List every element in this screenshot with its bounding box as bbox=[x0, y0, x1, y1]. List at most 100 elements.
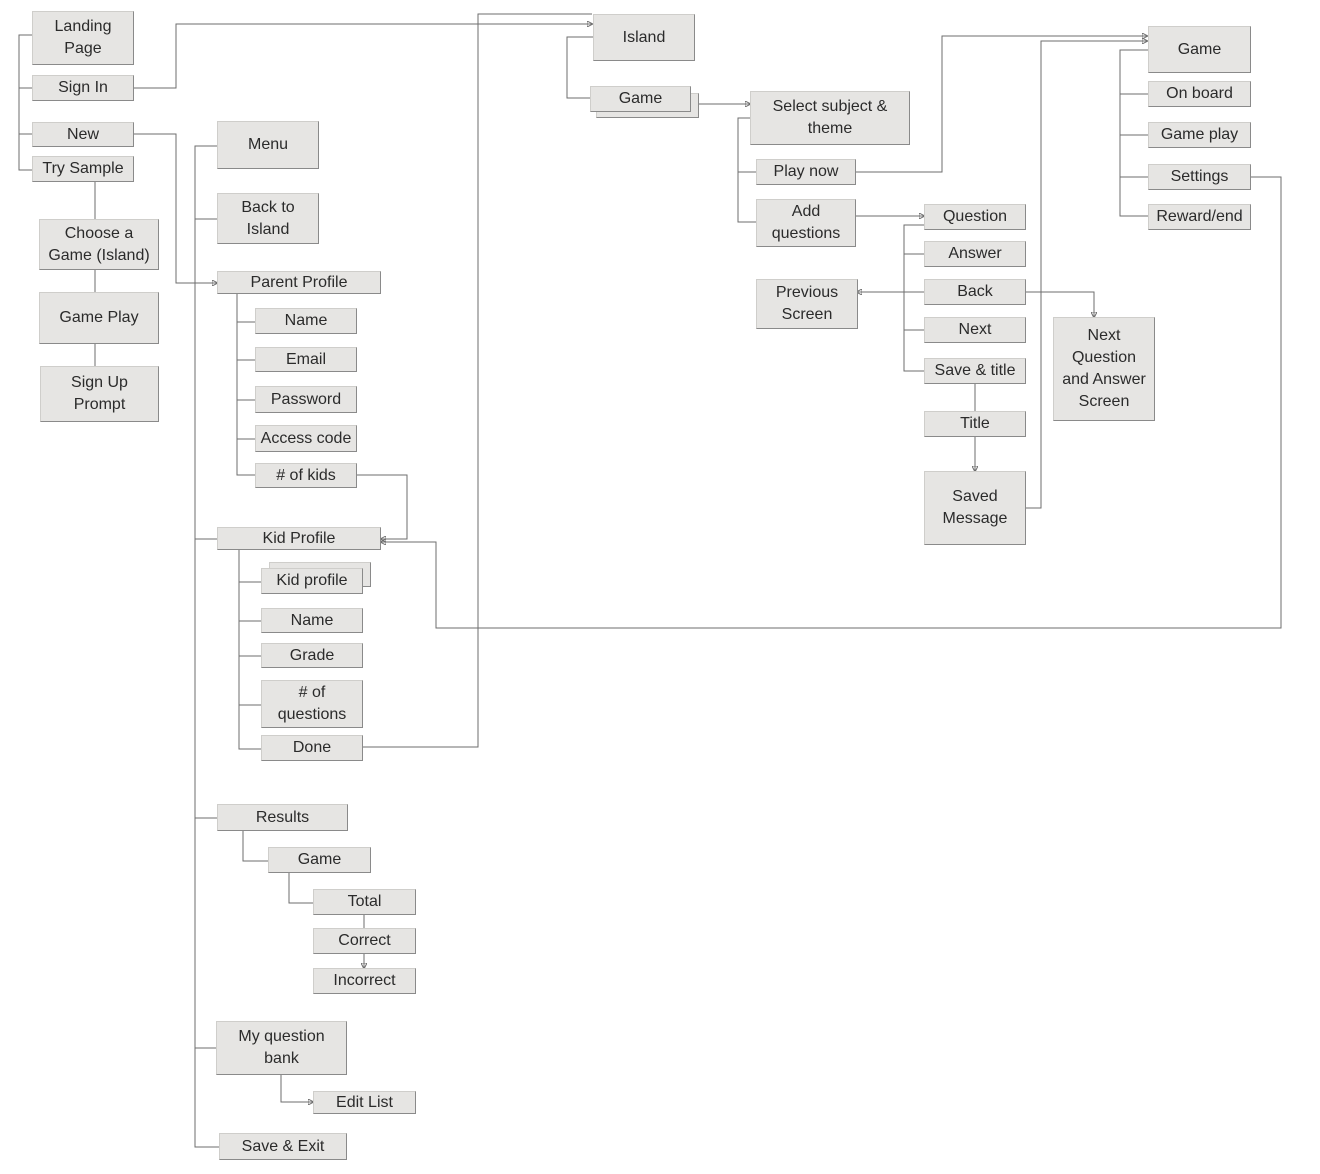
parent-num-kids-label: # of kids bbox=[276, 466, 336, 484]
parent-profile-label: Parent Profile bbox=[250, 273, 348, 291]
playnow-to-game-connector bbox=[855, 36, 1147, 173]
bank-to-editlist-connector bbox=[280, 1075, 313, 1102]
island-game-node[interactable]: Game bbox=[590, 86, 691, 112]
kid-name-label: Name bbox=[290, 611, 334, 629]
game-main-label: Game bbox=[1177, 40, 1222, 58]
parent-password-node[interactable]: Password bbox=[255, 386, 357, 413]
results-node[interactable]: Results bbox=[217, 804, 348, 831]
add-questions-label: Add questions bbox=[771, 203, 841, 242]
my-question-bank-label: My question bank bbox=[238, 1028, 325, 1067]
select-subject-label: Select subject & theme bbox=[772, 98, 888, 137]
answer-node[interactable]: Answer bbox=[924, 241, 1026, 267]
kid-children-lines bbox=[238, 550, 261, 750]
kid-done-label: Done bbox=[292, 739, 332, 756]
back-label: Back bbox=[957, 283, 993, 300]
question-group-lines bbox=[903, 224, 924, 372]
next-question-screen-node[interactable]: Next Question and Answer Screen bbox=[1053, 317, 1155, 421]
island-to-game-connector bbox=[566, 36, 593, 99]
sign-up-prompt-label: Sign Up Prompt bbox=[71, 374, 128, 413]
signin-to-island-connector bbox=[134, 24, 592, 89]
landing-bracket bbox=[18, 34, 32, 171]
previous-screen-node[interactable]: Previous Screen bbox=[756, 279, 858, 329]
back-to-island-label: Back to Island bbox=[241, 198, 295, 238]
kid-profile-node[interactable]: Kid Profile bbox=[217, 527, 381, 550]
parent-access-code-label: Access code bbox=[260, 429, 352, 447]
parent-num-kids-node[interactable]: # of kids bbox=[255, 463, 357, 488]
results-total-node[interactable]: Total bbox=[313, 889, 416, 915]
game-play-sample-node[interactable]: Game Play bbox=[39, 292, 159, 344]
save-exit-node[interactable]: Save & Exit bbox=[219, 1133, 347, 1160]
edit-list-node[interactable]: Edit List bbox=[313, 1091, 416, 1114]
game-children-lines bbox=[1119, 49, 1148, 217]
previous-screen-label: Previous Screen bbox=[775, 284, 839, 323]
kid-subprofile-node[interactable]: Kid profile bbox=[261, 568, 363, 594]
game-play-label: Game play bbox=[1160, 126, 1239, 143]
back-to-nextq-connector bbox=[1025, 291, 1094, 317]
edit-list-label: Edit List bbox=[336, 1093, 393, 1111]
kid-profile-label: Kid Profile bbox=[262, 529, 336, 547]
save-title-label: Save & title bbox=[934, 362, 1016, 379]
results-game-label: Game bbox=[297, 851, 342, 868]
kid-done-node[interactable]: Done bbox=[261, 735, 363, 761]
add-questions-node[interactable]: Add questions bbox=[756, 199, 856, 247]
results-label: Results bbox=[255, 808, 310, 826]
question-node[interactable]: Question bbox=[924, 204, 1026, 230]
island-label: Island bbox=[622, 28, 666, 46]
parent-profile-node[interactable]: Parent Profile bbox=[217, 271, 381, 294]
question-label: Question bbox=[942, 208, 1008, 225]
back-to-island-node[interactable]: Back to Island bbox=[217, 193, 319, 244]
results-game-node[interactable]: Game bbox=[268, 847, 371, 873]
select-children-lines bbox=[737, 117, 756, 223]
kid-name-node[interactable]: Name bbox=[261, 608, 363, 633]
menu-node[interactable]: Menu bbox=[217, 121, 319, 169]
kid-grade-node[interactable]: Grade bbox=[261, 643, 363, 668]
kid-num-questions-node[interactable]: # of questions bbox=[261, 680, 363, 728]
settings-label: Settings bbox=[1170, 168, 1229, 185]
sign-in-label: Sign In bbox=[58, 79, 108, 96]
parent-name-label: Name bbox=[284, 312, 328, 329]
play-now-label: Play now bbox=[773, 163, 839, 180]
saved-to-game-connector bbox=[1025, 41, 1147, 509]
results-children-lines bbox=[242, 830, 364, 968]
game-main-node[interactable]: Game bbox=[1148, 26, 1251, 73]
landing-page-node[interactable]: Landing Page bbox=[32, 11, 134, 65]
sign-in-node[interactable]: Sign In bbox=[32, 75, 134, 101]
game-play-sample-label: Game Play bbox=[59, 309, 139, 326]
results-correct-label: Correct bbox=[338, 932, 391, 949]
parent-email-node[interactable]: Email bbox=[255, 347, 357, 372]
island-node[interactable]: Island bbox=[593, 14, 695, 61]
my-question-bank-node[interactable]: My question bank bbox=[216, 1021, 347, 1075]
saved-message-label: Saved Message bbox=[942, 488, 1008, 527]
results-incorrect-node[interactable]: Incorrect bbox=[313, 968, 416, 994]
kid-num-questions-label: # of questions bbox=[277, 684, 347, 723]
play-now-node[interactable]: Play now bbox=[756, 159, 856, 185]
landing-page-label: Landing Page bbox=[54, 18, 112, 57]
back-node[interactable]: Back bbox=[924, 279, 1026, 305]
new-label: New bbox=[66, 125, 99, 143]
on-board-node[interactable]: On board bbox=[1148, 81, 1251, 107]
saved-message-node[interactable]: Saved Message bbox=[924, 471, 1026, 545]
parent-password-label: Password bbox=[270, 390, 342, 408]
reward-end-node[interactable]: Reward/end bbox=[1148, 204, 1251, 230]
parent-access-code-node[interactable]: Access code bbox=[255, 425, 357, 452]
results-total-label: Total bbox=[347, 893, 382, 910]
new-node[interactable]: New bbox=[32, 122, 134, 147]
title-node[interactable]: Title bbox=[924, 411, 1026, 437]
on-board-label: On board bbox=[1166, 85, 1233, 102]
next-question-screen-label: Next Question and Answer Screen bbox=[1062, 327, 1146, 410]
choose-game-node[interactable]: Choose a Game (Island) bbox=[39, 219, 159, 270]
save-title-node[interactable]: Save & title bbox=[924, 358, 1026, 384]
kid-subprofile-label: Kid profile bbox=[276, 572, 348, 589]
next-node[interactable]: Next bbox=[924, 317, 1026, 343]
select-subject-node[interactable]: Select subject & theme bbox=[750, 91, 910, 145]
game-play-node[interactable]: Game play bbox=[1148, 122, 1251, 148]
reward-end-label: Reward/end bbox=[1156, 208, 1243, 225]
sign-up-prompt-node[interactable]: Sign Up Prompt bbox=[40, 366, 159, 422]
try-sample-node[interactable]: Try Sample bbox=[32, 156, 134, 182]
settings-node[interactable]: Settings bbox=[1148, 164, 1251, 190]
results-correct-node[interactable]: Correct bbox=[313, 928, 416, 954]
next-label: Next bbox=[958, 321, 992, 338]
menu-main-line bbox=[194, 145, 219, 1148]
parent-name-node[interactable]: Name bbox=[255, 308, 357, 334]
